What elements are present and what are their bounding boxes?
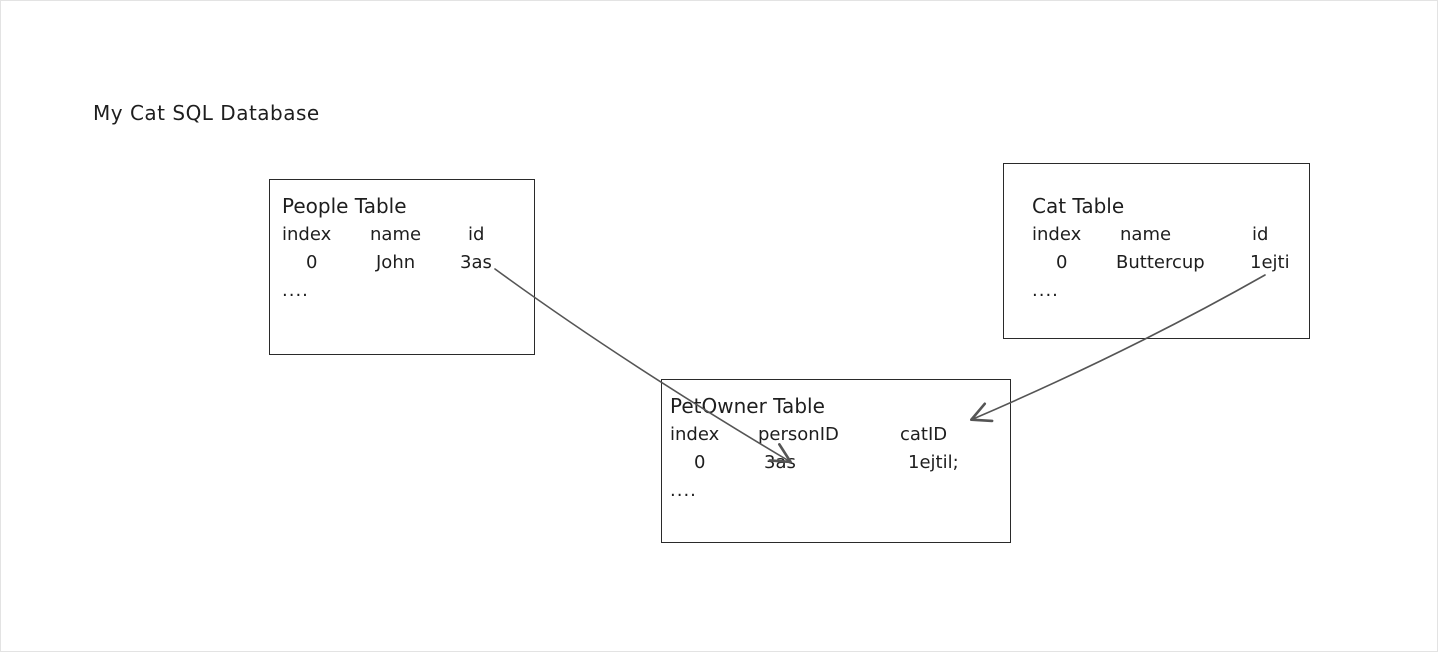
cat-table-title: Cat Table [1032,194,1125,218]
people-more-rows: .... [282,280,309,301]
people-col-id: id [468,224,485,245]
cat-col-name: name [1120,224,1172,245]
cat-cell-index: 0 [1056,252,1068,273]
petowner-cell-index: 0 [694,452,706,473]
petowner-col-personid: personID [758,424,839,445]
cat-col-index: index [1032,224,1082,245]
cat-col-id: id [1252,224,1269,245]
people-cell-name: John [376,252,416,273]
people-cell-index: 0 [306,252,318,273]
petowner-col-index: index [670,424,720,445]
diagram-title: My Cat SQL Database [93,101,320,125]
people-table-box: People Table index name id 0 John 3as ..… [269,179,535,355]
people-cell-id: 3as [460,252,492,273]
cat-cell-id: 1ejti [1250,252,1290,273]
petowner-cell-catid: 1ejtil; [908,452,959,473]
petowner-cell-personid: 3as [764,452,796,473]
people-table-title: People Table [282,194,407,218]
cat-cell-name: Buttercup [1116,252,1205,273]
petowner-table-box: PetOwner Table index personID catID 0 3a… [661,379,1011,543]
petowner-table-title: PetOwner Table [670,394,825,418]
people-col-name: name [370,224,422,245]
cat-more-rows: .... [1032,280,1059,301]
petowner-more-rows: .... [670,480,697,501]
people-col-index: index [282,224,332,245]
cat-table-box: Cat Table index name id 0 Buttercup 1ejt… [1003,163,1310,339]
petowner-col-catid: catID [900,424,948,445]
